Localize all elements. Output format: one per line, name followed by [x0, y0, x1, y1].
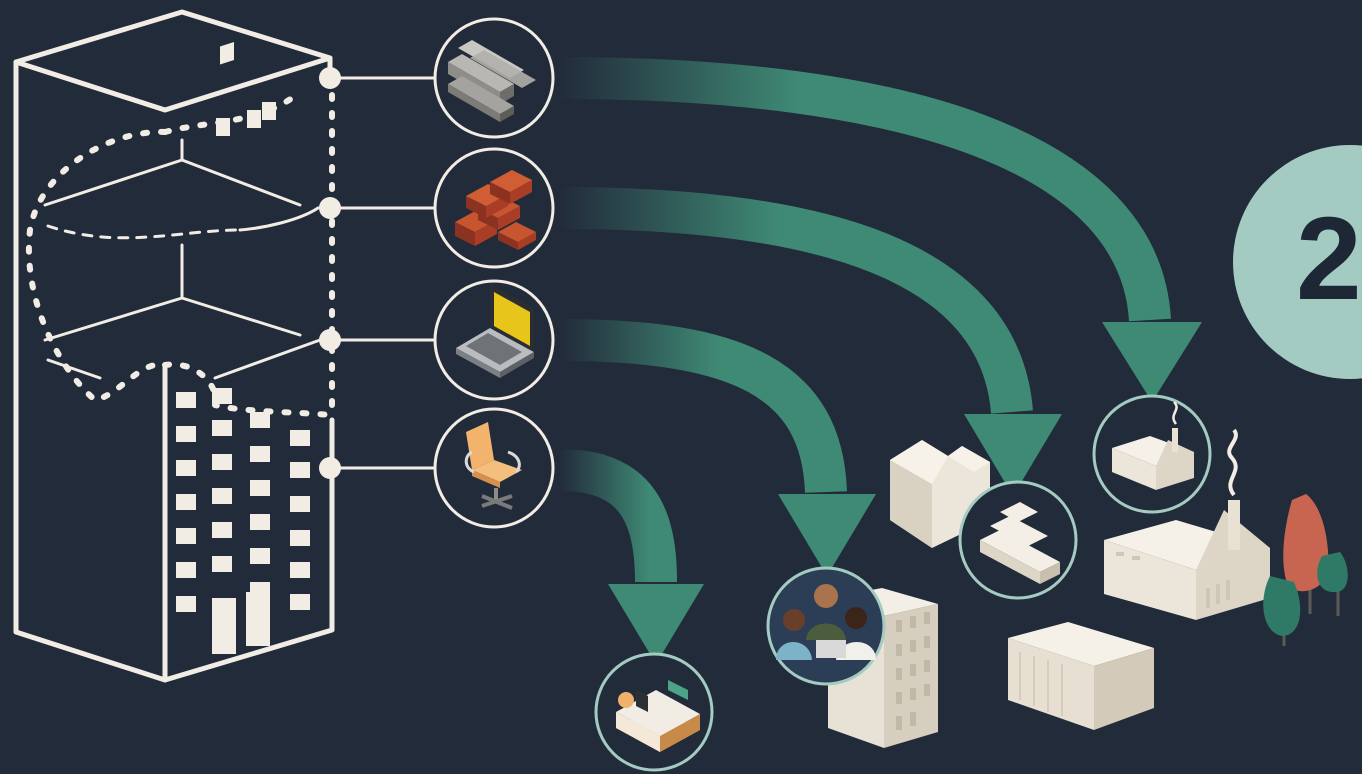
step-number: 2 [1296, 193, 1362, 325]
flow-arrows [559, 57, 1202, 664]
reception-desk-icon [594, 652, 714, 772]
small-factory-icon [1092, 394, 1212, 514]
connectors [319, 67, 434, 479]
office-chair-icon [433, 407, 555, 529]
factory-with-chimney [1104, 428, 1270, 620]
arrow-bricks-to-stairs [559, 187, 1062, 496]
warehouse-cube [1008, 622, 1154, 730]
arrow-chair-to-reception [559, 449, 704, 664]
stairs-icon [958, 480, 1078, 600]
arrow-laptop-to-people [559, 319, 876, 576]
upper-windows [216, 41, 276, 136]
brick-stack-icon [433, 147, 555, 269]
people-group-icon [766, 566, 886, 686]
trees [1263, 494, 1348, 646]
arrow-steel-to-factory [559, 57, 1202, 402]
steel-beam-icon [433, 17, 555, 139]
building-windows [176, 388, 310, 654]
step-badge [1233, 145, 1362, 379]
building-outline [13, 9, 335, 683]
laptop-icon [433, 279, 555, 401]
